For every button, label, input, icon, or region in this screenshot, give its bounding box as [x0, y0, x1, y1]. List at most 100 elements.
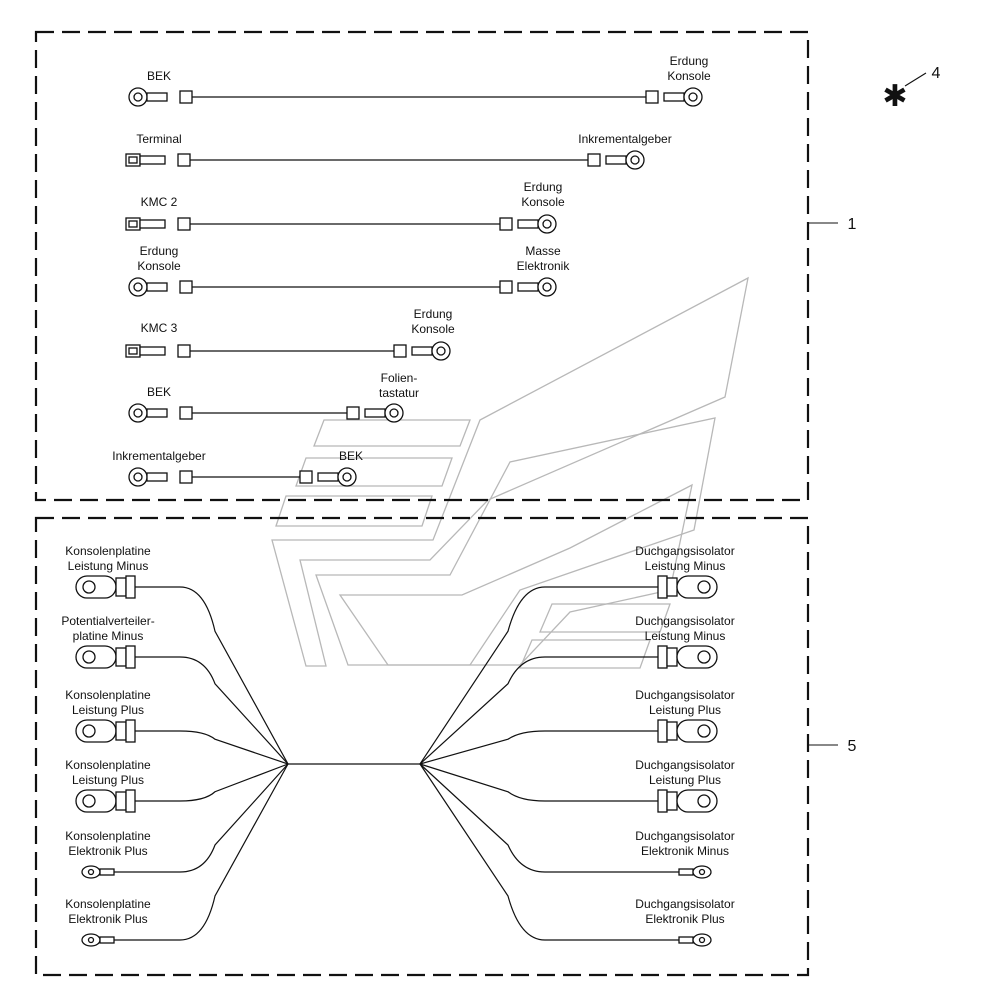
- lug-barrel: [115, 721, 127, 741]
- terminal-label: Duchgangsisolator: [635, 688, 734, 702]
- small-barrel: [678, 868, 694, 876]
- lug-hole: [82, 580, 96, 594]
- connector-sleeve: [299, 470, 313, 484]
- cable-right-label: Masse: [525, 244, 561, 258]
- small-barrel: [678, 936, 694, 944]
- terminal-label: Leistung Plus: [72, 773, 144, 787]
- connector-sleeve: [179, 406, 193, 420]
- cable-right-label: Konsole: [411, 322, 455, 336]
- cable-left-label: KMC 3: [141, 321, 178, 335]
- lug-barrel: [666, 647, 678, 667]
- terminal-label: Konsolenplatine: [65, 897, 151, 911]
- cable-left-label: BEK: [147, 69, 171, 83]
- harness-wire: [419, 656, 658, 765]
- ring-hole: [133, 92, 143, 102]
- small-ring-hole: [698, 936, 706, 944]
- lug-barrel: [115, 791, 127, 811]
- harness-wire: [419, 763, 679, 941]
- ring-hole: [342, 472, 352, 482]
- lug-hole: [697, 580, 711, 594]
- lug-sleeve: [125, 645, 136, 669]
- harness-wire: [135, 730, 289, 765]
- crimp-barrel: [146, 282, 168, 292]
- callout-1-label: 1: [848, 216, 857, 233]
- terminal-label: Leistung Plus: [649, 703, 721, 717]
- crimp-barrel: [317, 472, 339, 482]
- harness-wire: [419, 763, 658, 802]
- lug-hole: [82, 794, 96, 808]
- harness-wire: [114, 763, 289, 941]
- terminal-label: Leistung Plus: [72, 703, 144, 717]
- terminal-label: Potentialverteiler-: [61, 614, 154, 628]
- cable-right-label: Folien-: [381, 371, 418, 385]
- small-ring-hole: [698, 868, 706, 876]
- callout-1: 1: [809, 216, 857, 233]
- small-barrel: [99, 936, 115, 944]
- ring-hole: [389, 408, 399, 418]
- lug-barrel: [666, 791, 678, 811]
- ring-hole: [542, 282, 552, 292]
- callout-4-label: 4: [932, 65, 941, 82]
- connector-sleeve: [499, 280, 513, 294]
- cable-lug: [676, 789, 718, 813]
- crimp-barrel: [517, 219, 539, 229]
- terminal-label: Elektronik Plus: [68, 912, 147, 926]
- harness-wire: [135, 763, 289, 802]
- harness-wire: [135, 656, 289, 765]
- connector-sleeve: [177, 217, 191, 231]
- harness-wire: [419, 586, 658, 765]
- connector-sleeve: [645, 90, 659, 104]
- connector-sleeve: [179, 470, 193, 484]
- terminal-label: Leistung Plus: [649, 773, 721, 787]
- connector-sleeve: [393, 344, 407, 358]
- terminal-label: Konsolenplatine: [65, 829, 151, 843]
- terminal-label: Konsolenplatine: [65, 544, 151, 558]
- cable-left-label: BEK: [147, 385, 171, 399]
- small-barrel: [99, 868, 115, 876]
- cable-2: Terminal Inkrementalgeber: [125, 132, 672, 170]
- connector-sleeve: [587, 153, 601, 167]
- crimp-barrel: [605, 155, 627, 165]
- terminal-label: Duchgangsisolator: [635, 829, 734, 843]
- small-ring-hole: [87, 936, 95, 944]
- cable-left-label: Konsole: [137, 259, 181, 273]
- terminal-label: Elektronik Plus: [68, 844, 147, 858]
- cable-right-label: Inkrementalgeber: [578, 132, 671, 146]
- terminal-label: Duchgangsisolator: [635, 614, 734, 628]
- terminal-label: Duchgangsisolator: [635, 544, 734, 558]
- crimp-barrel: [146, 472, 168, 482]
- lug-sleeve: [125, 719, 136, 743]
- ring-hole: [436, 346, 446, 356]
- lug-hole: [82, 724, 96, 738]
- cable-right-label: BEK: [339, 449, 363, 463]
- cable-left-label: Terminal: [136, 132, 181, 146]
- ring-hole: [133, 282, 143, 292]
- lug-sleeve: [657, 645, 668, 669]
- ring-hole: [542, 219, 552, 229]
- lug-sleeve: [125, 575, 136, 599]
- callout-5: 5: [809, 738, 857, 755]
- crimp-barrel: [139, 155, 166, 165]
- cable-lug: [676, 719, 718, 743]
- lug-hole: [82, 650, 96, 664]
- harness-left-2: Potentialverteiler-platine Minus: [61, 614, 289, 765]
- ring-hole: [133, 472, 143, 482]
- ring-hole: [688, 92, 698, 102]
- group-5-frame: [34, 516, 810, 977]
- crimp-barrel: [146, 92, 168, 102]
- cable-lug: [676, 575, 718, 599]
- terminal-label: Konsolenplatine: [65, 758, 151, 772]
- lug-barrel: [666, 577, 678, 597]
- harness-wire: [135, 586, 289, 765]
